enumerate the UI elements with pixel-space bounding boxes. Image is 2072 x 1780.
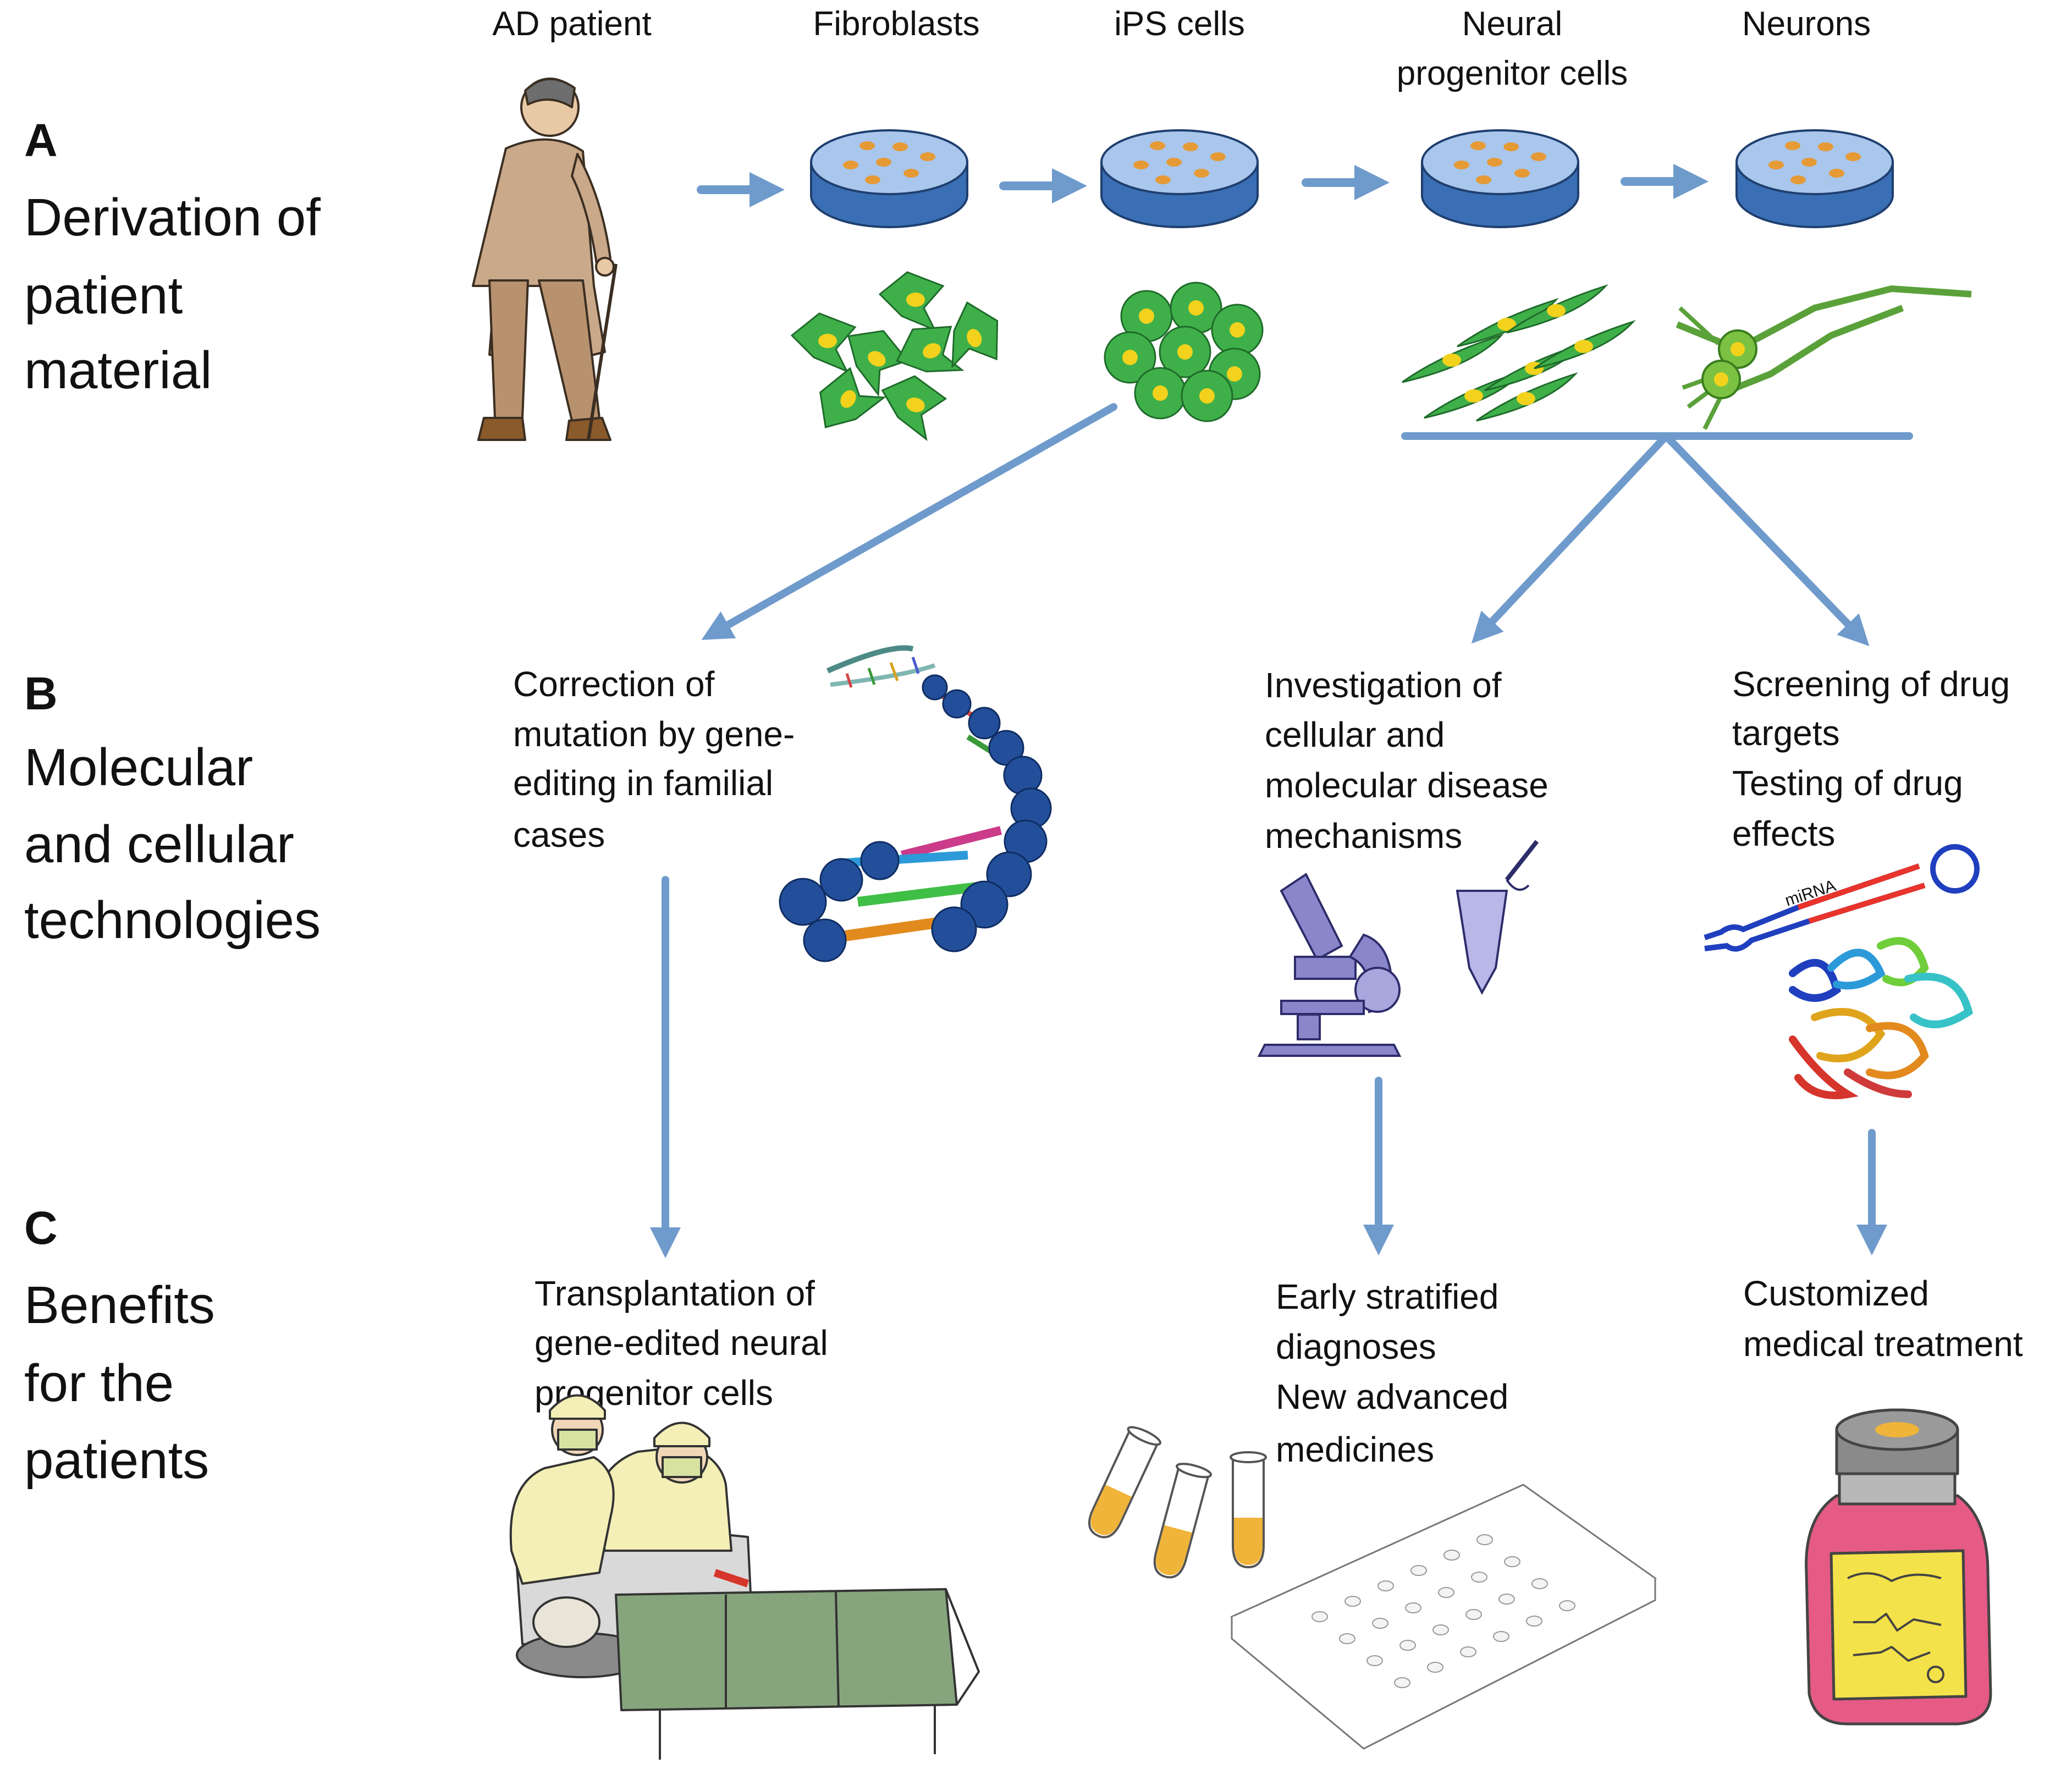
row-title-b-line-2: and cellular [24,815,294,874]
dna-helix-illustration [779,645,1052,962]
benefit-transplantation: Transplantation of gene-edited neural pr… [534,1274,828,1413]
pipeline-arrows [697,164,1709,207]
technology-correction: Correction of mutation by gene- editing … [513,664,795,855]
arrow-ips-to-correction [701,403,1117,640]
elderly-patient-illustration [472,78,618,441]
row-title-a-line-2: patient [24,266,183,325]
neurons-illustration [1676,285,1972,430]
fibroblast-cells-illustration [791,271,1011,446]
benefit-diagnoses: Early stratified diagnoses New advanced … [1276,1277,1508,1469]
row-letter-c: C [24,1202,58,1254]
neural-progenitor-cells-illustration [1401,285,1634,422]
treatment-line-2: medical treatment [1743,1324,2023,1364]
arrow-to-screening [1662,432,1870,647]
microplate-wells [1311,1534,1575,1688]
correction-line-1: Correction of [513,664,715,704]
row-title-c-line-2: for the [24,1354,174,1413]
investigation-line-3: molecular disease [1265,765,1549,805]
culture-dish-neurons [1735,129,1894,228]
ips-colony-illustration [1104,282,1264,422]
correction-line-3: editing in familial [513,763,773,803]
transplant-line-2: gene-edited neural [534,1323,828,1363]
microplate-illustration [1230,1484,1657,1750]
treatment-line-1: Customized [1743,1274,1929,1313]
mirna-hairpin-illustration: miRNA [1704,844,1980,952]
stage-labels: AD patient Fibroblasts iPS cells Neural … [492,5,1871,92]
row-header-a: A Derivation of patient material [24,114,321,400]
surgery-illustration [509,1394,980,1760]
microscope-illustration [1257,873,1402,1057]
row-title-b-line-1: Molecular [24,738,253,797]
stage-label-npc-line-1: Neural [1462,5,1563,43]
investigation-line-4: mechanisms [1265,816,1462,856]
benefit-treatment: Customized medical treatment [1743,1274,2023,1364]
row-title-c-line-3: patients [24,1431,209,1490]
investigation-line-2: cellular and [1265,715,1445,754]
row-letter-b: B [24,668,58,719]
culture-dish-fibroblasts [810,129,968,228]
technology-screening: Screening of drug targets Testing of dru… [1732,664,2010,853]
row-header-c: C Benefits for the patients [24,1202,215,1490]
stage-label-neurons: Neurons [1742,5,1871,43]
culture-dish-ips [1100,129,1259,228]
transplant-line-1: Transplantation of [534,1274,815,1313]
culture-dish-npc [1421,129,1579,228]
correction-line-2: mutation by gene- [513,714,795,754]
diagnoses-line-1: Early stratified [1276,1277,1498,1316]
stage-label-ips-cells: iPS cells [1114,5,1245,43]
row-title-c-line-1: Benefits [24,1276,215,1335]
screening-line-3: Testing of drug [1732,763,1963,803]
screening-line-4: effects [1732,814,1835,853]
arrow-to-investigation [1471,432,1670,644]
stage-label-ad-patient: AD patient [492,5,652,43]
row-letter-a: A [24,114,58,166]
branch-arrows [650,403,1913,1258]
row-title-a-line-1: Derivation of [24,188,321,247]
medicine-bottle-illustration [1805,1408,1992,1726]
correction-line-4: cases [513,815,605,855]
stage-label-npc-line-2: progenitor cells [1397,54,1628,92]
diagnoses-line-2: diagnoses [1276,1327,1436,1366]
diagnoses-line-3: New advanced [1276,1377,1508,1417]
row-header-b: B Molecular and cellular technologies [24,668,321,950]
test-tubes-illustration [1081,1423,1267,1583]
row-title-a-line-3: material [24,341,212,400]
stage-label-fibroblasts: Fibroblasts [813,5,979,43]
pipette-tube-illustration [1456,840,1539,995]
screening-line-1: Screening of drug [1732,664,2010,704]
diagnoses-line-4: medicines [1276,1430,1434,1469]
row-title-b-line-3: technologies [24,891,321,950]
technology-investigation: Investigation of cellular and molecular … [1265,665,1549,856]
investigation-line-1: Investigation of [1265,665,1502,705]
screening-line-2: targets [1732,713,1840,753]
protein-structure-illustration [1789,937,1973,1099]
